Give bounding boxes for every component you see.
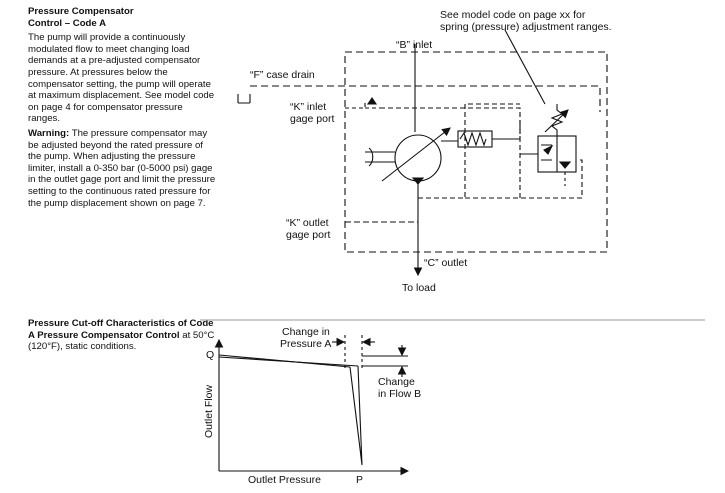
description-paragraph: The pump will provide a continuously mod… xyxy=(28,32,215,125)
note-pointer-line xyxy=(504,29,546,105)
change-pressure-label-2: Pressure A xyxy=(280,338,331,350)
p-label: P xyxy=(356,474,363,486)
pump-symbol xyxy=(394,134,442,182)
pilot-line-mid xyxy=(418,103,520,199)
cutoff-graph xyxy=(200,319,705,476)
change-pressure-label-1: Change in xyxy=(282,326,330,338)
k-inlet-port-line xyxy=(345,100,380,109)
k-inlet-label-2: gage port xyxy=(290,113,334,125)
warning-paragraph: Warning: The pressure compensator may be… xyxy=(28,127,216,209)
shaft-rotation-icon xyxy=(368,147,374,167)
adjustable-spring-arrow-icon xyxy=(544,109,569,133)
valve-arrow-icon xyxy=(543,144,554,155)
compensator-description: Pressure Compensator Control – Code A Th… xyxy=(28,6,216,212)
section-title: Pressure Compensator Control – Code A xyxy=(28,6,134,29)
pressure-change-guides xyxy=(344,335,363,370)
x-axis-label: Outlet Pressure xyxy=(248,474,321,486)
k-outlet-label-1: “K” outlet xyxy=(286,217,329,229)
to-load-label: To load xyxy=(402,282,436,294)
k-inlet-label-1: “K” inlet xyxy=(290,101,326,113)
k-outlet-label-2: gage port xyxy=(286,229,330,241)
note-line-2: spring (pressure) adjustment ranges. xyxy=(440,21,612,33)
pump-shaft xyxy=(365,151,395,163)
q-label: Q xyxy=(206,349,214,361)
b-inlet-label: “B” inlet xyxy=(396,39,432,51)
pilot-line-lower xyxy=(465,159,583,199)
valve-flow-paths xyxy=(541,144,552,161)
flow-change-guides xyxy=(362,355,408,367)
case-drain-symbol xyxy=(237,94,251,104)
cylinder-spring-icon xyxy=(459,131,487,147)
port-marker-icon xyxy=(366,97,378,105)
pilot-line-upper xyxy=(380,107,521,139)
change-flow-label-2: in Flow B xyxy=(378,388,421,400)
f-case-drain-label: “F” case drain xyxy=(250,69,315,81)
hydraulic-schematic xyxy=(237,29,608,277)
y-axis-label: Outlet Flow xyxy=(203,384,215,438)
case-drain-line xyxy=(250,85,601,112)
variable-displacement-arrow-icon xyxy=(381,127,451,182)
flow-curve-lower xyxy=(218,356,359,367)
change-flow-label-1: Change xyxy=(378,376,415,388)
cutoff-description: Pressure Cut-off Characteristics of Code… xyxy=(28,318,216,356)
cutoff-paragraph: Pressure Cut-off Characteristics of Code… xyxy=(28,318,215,353)
cutoff-curve xyxy=(349,365,363,466)
note-line-1: See model code on page xx for xyxy=(440,9,586,21)
valve-block-icon xyxy=(558,161,572,169)
c-outlet-label: “C” outlet xyxy=(424,257,467,269)
